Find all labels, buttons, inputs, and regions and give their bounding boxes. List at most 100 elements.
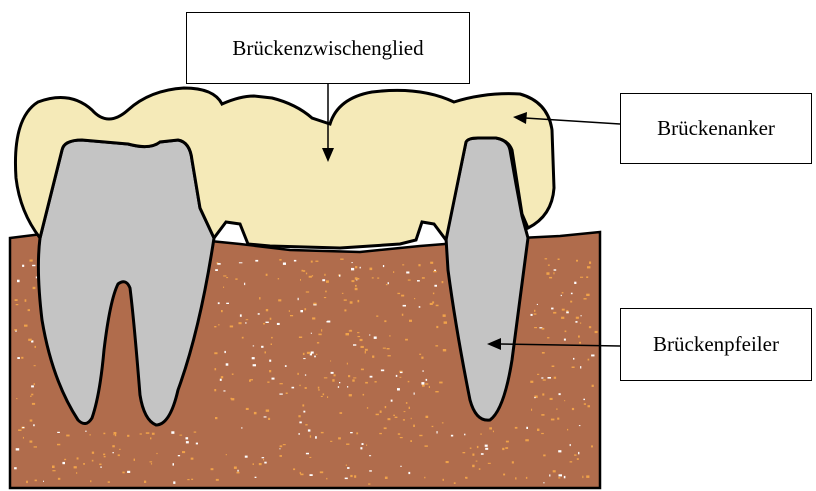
gum-speckle: [64, 459, 66, 460]
gum-speckle: [384, 427, 387, 429]
gum-speckle: [298, 415, 300, 417]
gum-speckle: [182, 451, 185, 453]
gum-speckle: [324, 297, 326, 298]
gum-speckle: [254, 412, 257, 414]
gum-speckle: [591, 445, 593, 447]
gum-speckle: [119, 449, 121, 450]
gum-speckle: [347, 363, 348, 365]
gum-speckle: [235, 278, 237, 279]
gum-speckle: [414, 393, 415, 395]
gum-speckle: [304, 308, 306, 310]
gum-speckle: [262, 457, 265, 458]
gum-speckle: [259, 463, 262, 465]
gum-speckle: [554, 377, 556, 379]
gum-speckle: [515, 427, 518, 429]
gum-speckle: [15, 299, 18, 301]
gum-speckle: [360, 339, 363, 341]
gum-speckle: [366, 445, 367, 446]
gum-speckle: [421, 382, 424, 385]
gum-speckle: [263, 459, 264, 460]
gum-speckle: [352, 379, 354, 381]
gum-speckle: [245, 456, 248, 458]
gum-speckle: [545, 258, 548, 259]
gum-speckle: [36, 277, 37, 279]
gum-speckle: [374, 337, 377, 339]
gum-speckle: [485, 445, 488, 447]
gum-speckle: [353, 344, 356, 345]
gum-speckle: [372, 277, 374, 278]
gum-speckle: [586, 294, 589, 296]
gum-speckle: [435, 345, 438, 346]
gum-speckle: [306, 273, 307, 275]
gum-speckle: [396, 375, 398, 377]
gum-speckle: [556, 408, 557, 410]
gum-speckle: [376, 316, 378, 317]
gum-speckle: [299, 337, 302, 339]
gum-speckle: [350, 475, 352, 477]
gum-speckle: [223, 287, 224, 288]
gum-speckle: [400, 372, 403, 373]
gum-speckle: [587, 266, 590, 268]
gum-speckle: [90, 480, 91, 482]
gum-speckle: [365, 349, 368, 351]
gum-speckle: [352, 262, 353, 263]
gum-speckle: [393, 271, 394, 273]
gum-speckle: [582, 476, 583, 478]
gum-speckle: [408, 280, 411, 281]
gum-speckle: [481, 453, 484, 455]
gum-speckle: [358, 336, 361, 337]
gum-speckle: [252, 357, 255, 359]
gum-speckle: [332, 379, 334, 382]
gum-speckle: [574, 454, 576, 455]
gum-speckle: [22, 427, 24, 428]
gum-speckle: [434, 285, 437, 287]
gum-speckle: [326, 280, 329, 282]
gum-speckle: [574, 282, 576, 284]
gum-speckle: [370, 376, 373, 378]
gum-speckle: [298, 433, 300, 435]
gum-speckle: [338, 386, 339, 388]
gum-speckle: [221, 376, 223, 378]
gum-speckle: [127, 471, 130, 473]
gum-speckle: [14, 329, 17, 331]
gum-speckle: [310, 457, 312, 458]
gum-speckle: [551, 308, 553, 310]
gum-speckle: [386, 284, 388, 285]
gum-speckle: [113, 452, 114, 453]
gum-speckle: [561, 295, 562, 296]
gum-speckle: [369, 334, 370, 335]
gum-speckle: [534, 310, 535, 312]
gum-speckle: [421, 357, 423, 359]
gum-speckle: [216, 479, 219, 481]
gum-speckle: [339, 382, 340, 383]
gum-speckle: [283, 263, 286, 265]
gum-speckle: [310, 474, 313, 476]
gum-speckle: [318, 389, 319, 391]
gum-speckle: [572, 367, 575, 369]
gum-speckle: [194, 432, 197, 433]
gum-speckle: [564, 400, 565, 401]
gum-speckle: [263, 323, 265, 324]
gum-speckle: [398, 433, 400, 435]
gum-speckle: [493, 431, 494, 433]
gum-speckle: [419, 435, 422, 436]
gum-speckle: [77, 457, 79, 459]
gum-speckle: [402, 314, 404, 316]
gum-speckle: [451, 435, 453, 437]
gum-speckle: [361, 346, 364, 348]
gum-speckle: [472, 465, 474, 468]
gum-speckle: [173, 481, 175, 484]
gum-speckle: [502, 448, 504, 450]
gum-speckle: [178, 455, 180, 456]
abutment-label: Brückenpfeiler: [620, 308, 812, 381]
gum-speckle: [550, 398, 553, 400]
gum-speckle: [543, 379, 546, 380]
gum-speckle: [379, 433, 382, 434]
gum-speckle: [442, 281, 444, 283]
gum-speckle: [146, 432, 150, 434]
gum-speckle: [397, 388, 400, 390]
gum-speckle: [327, 321, 330, 323]
gum-speckle: [388, 282, 389, 284]
gum-speckle: [385, 477, 388, 479]
gum-speckle: [546, 272, 549, 275]
